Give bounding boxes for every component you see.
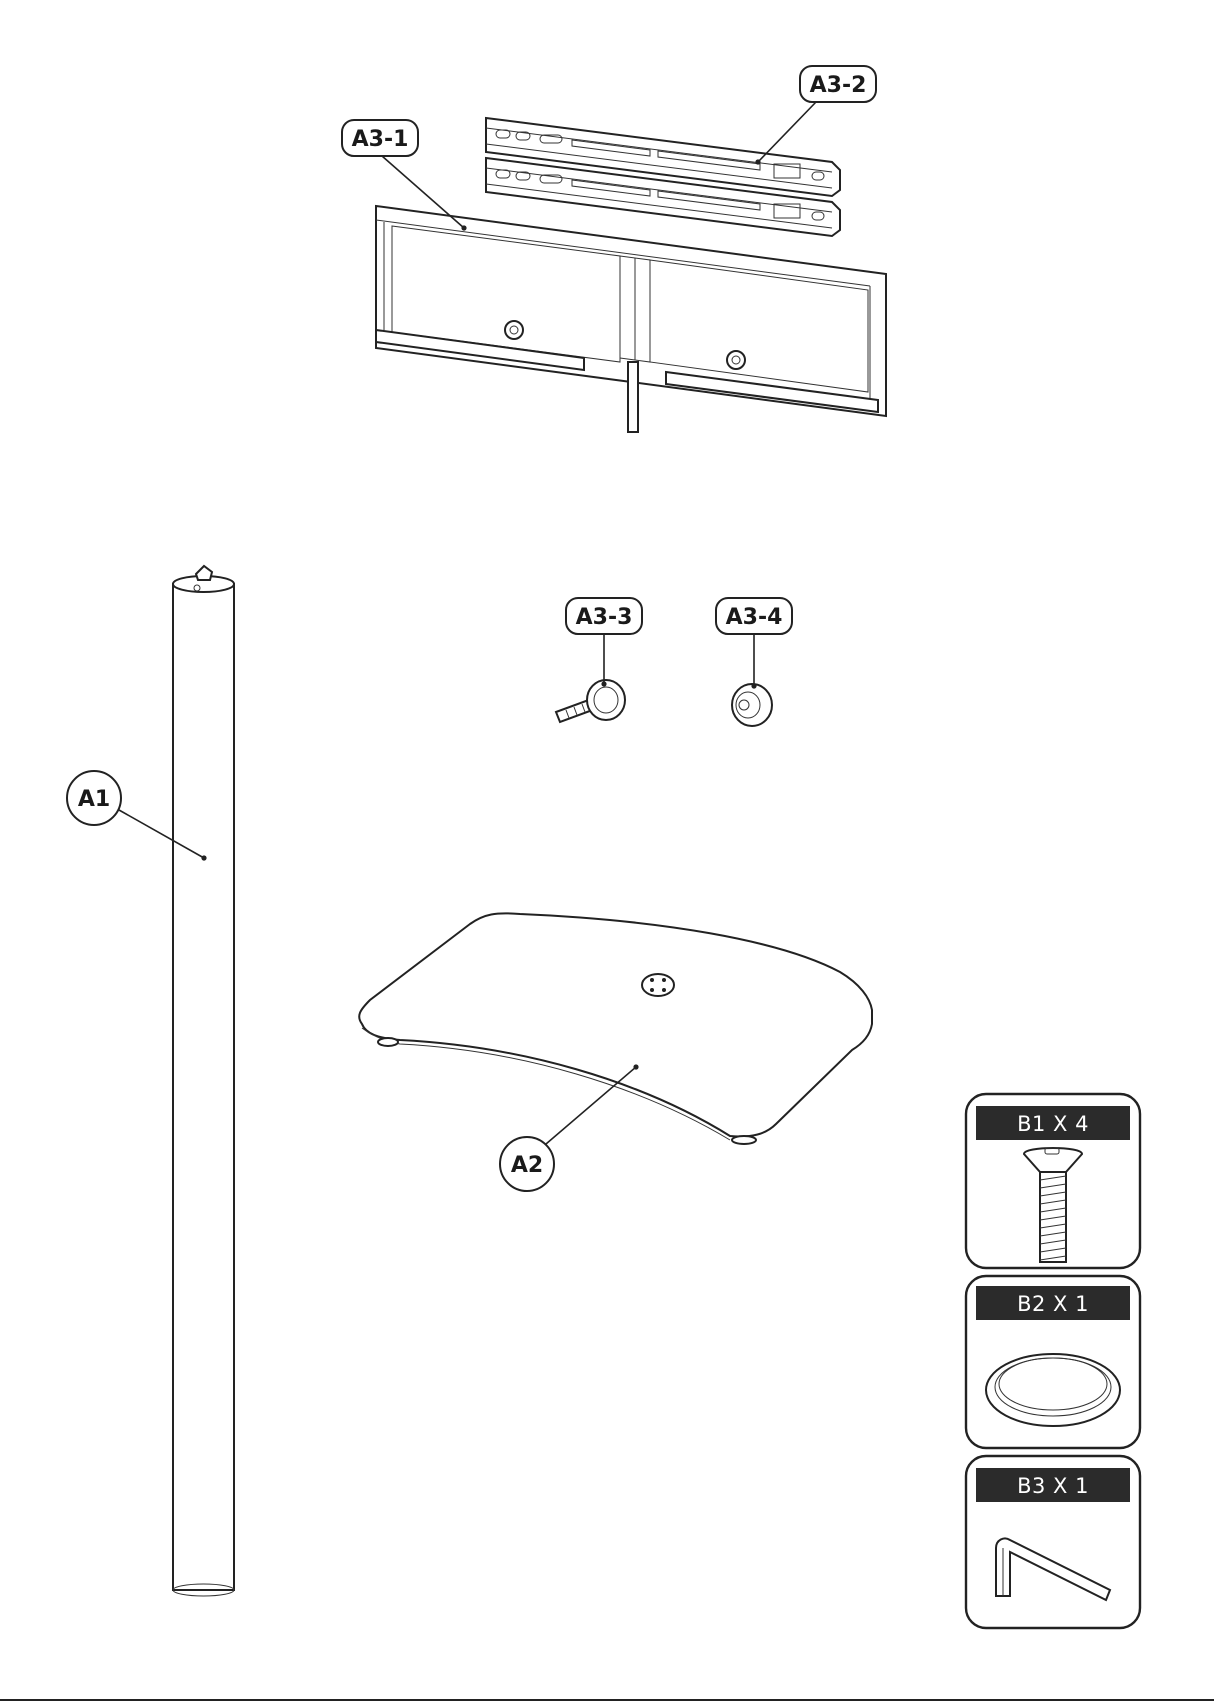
hardware-b1-header: B1 X 4 xyxy=(1017,1112,1089,1136)
part-a2-base-plate xyxy=(359,913,872,1144)
label-a3-1-text: A3-1 xyxy=(352,127,409,152)
hardware-box-b1: B1 X 4 xyxy=(966,1094,1140,1268)
label-a3-4-text: A3-4 xyxy=(726,605,783,630)
ring-washer-icon xyxy=(986,1354,1120,1426)
hardware-b2-header: B2 X 1 xyxy=(1017,1292,1089,1316)
label-a1-text: A1 xyxy=(78,787,110,812)
hardware-box-b2: B2 X 1 xyxy=(966,1276,1140,1448)
part-a3-3-bolt xyxy=(556,680,625,722)
part-a3-1-frame xyxy=(376,206,886,432)
label-a3-3-text: A3-3 xyxy=(576,605,633,630)
part-a1-column xyxy=(173,566,234,1596)
part-a3-4-nut xyxy=(732,684,772,726)
label-a3-2-text: A3-2 xyxy=(810,73,867,98)
label-a2-text: A2 xyxy=(511,1153,543,1178)
label-a2: A2 xyxy=(500,1064,639,1191)
hardware-b3-header: B3 X 1 xyxy=(1017,1474,1089,1498)
label-a3-3: A3-3 xyxy=(566,598,642,687)
label-a3-4: A3-4 xyxy=(716,598,792,689)
hardware-box-b3: B3 X 1 xyxy=(966,1456,1140,1628)
part-a3-2-brackets xyxy=(486,118,840,236)
label-a3-2: A3-2 xyxy=(755,66,876,165)
